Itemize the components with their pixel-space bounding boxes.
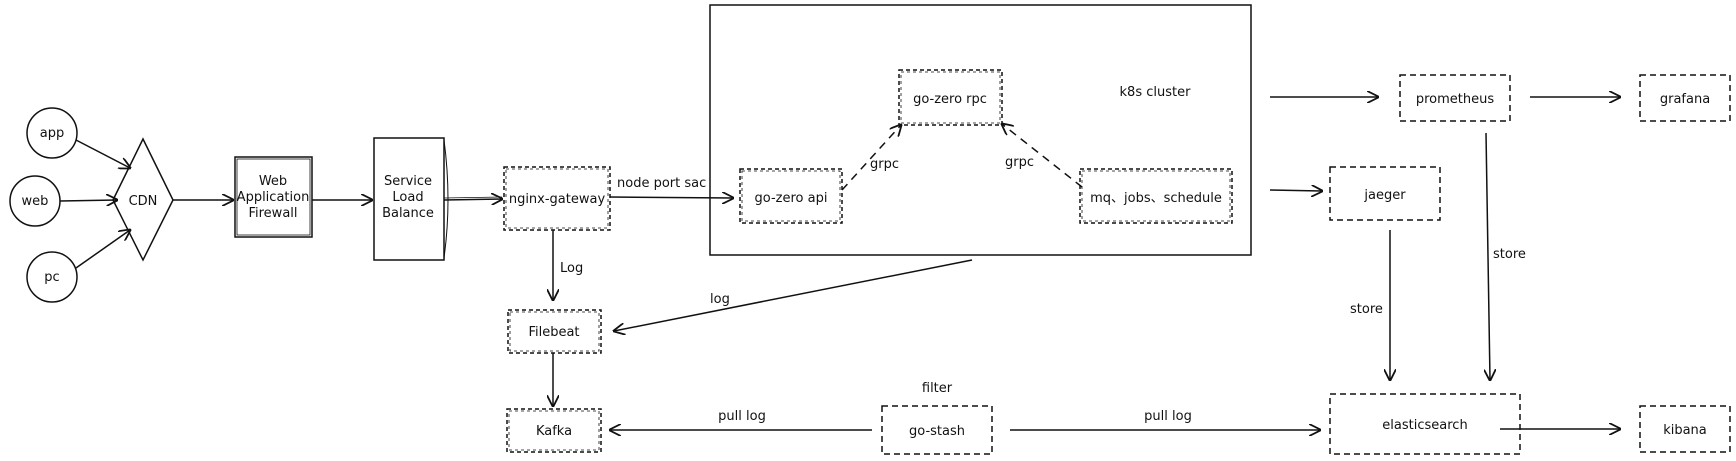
node-go-zero-api[interactable]: go-zero api [739, 168, 843, 224]
edge-slb-nginx [443, 199, 502, 200]
edge-app-cdn [75, 139, 130, 168]
node-web-label: web [22, 194, 49, 209]
node-pc-label: pc [44, 270, 59, 285]
edge-goapi-gorpc [841, 125, 901, 191]
node-prometheus[interactable]: prometheus [1399, 74, 1511, 122]
edge-cluster-jaeger [1269, 190, 1322, 191]
node-filebeat-label: Filebeat [528, 325, 579, 340]
edge-log-lower-label: log [710, 292, 730, 307]
node-app[interactable]: app [26, 107, 78, 159]
node-mq-label: mq、jobs、schedule [1090, 191, 1222, 206]
node-mq-jobs-schedule[interactable]: mq、jobs、schedule [1079, 168, 1233, 224]
edge-mq-gorpc [1002, 124, 1083, 188]
edge-pull-right-label: pull log [1144, 409, 1192, 424]
node-slb[interactable]: Service Load Balance [373, 137, 449, 261]
node-waf-line2: Application [237, 190, 310, 205]
edge-nodeport-label: node port sac [617, 176, 706, 191]
node-kafka-label: Kafka [536, 424, 572, 439]
node-elasticsearch-label: elasticsearch [1382, 418, 1467, 433]
node-elasticsearch[interactable]: elasticsearch [1329, 393, 1521, 455]
edge-store-jaeger-label: store [1350, 302, 1383, 317]
edge-cluster-filebeat [614, 259, 973, 331]
node-k8s-cluster[interactable]: k8s cluster [709, 4, 1252, 256]
node-app-label: app [40, 126, 64, 141]
node-cdn-label: CDN [129, 194, 158, 209]
edge-prometheus-elasticsearch [1486, 132, 1490, 380]
node-nginx-label: nginx-gateway [509, 192, 606, 207]
node-gostash-label: go-stash [909, 424, 965, 439]
node-jaeger-label: jaeger [1363, 188, 1406, 203]
edge-filter-label: filter [922, 381, 953, 396]
node-pc[interactable]: pc [26, 251, 78, 303]
node-filebeat[interactable]: Filebeat [507, 309, 602, 354]
edge-store-prom-label: store [1493, 247, 1526, 262]
node-waf[interactable]: Web Application Firewall [234, 156, 313, 238]
edge-slb-nginx-double [443, 196, 503, 199]
node-kibana[interactable]: kibana [1639, 405, 1731, 453]
edge-grpc-left-label: grpc [870, 157, 899, 172]
node-web[interactable]: web [9, 175, 61, 227]
node-goapi-label: go-zero api [755, 191, 828, 206]
node-go-stash[interactable]: go-stash [881, 405, 993, 455]
node-slb-line1: Service [384, 174, 432, 189]
node-gorpc-label: go-zero rpc [913, 92, 987, 107]
node-jaeger[interactable]: jaeger [1329, 166, 1441, 221]
edge-nginx-goapi [609, 197, 733, 198]
node-waf-line3: Firewall [248, 206, 297, 221]
node-kafka[interactable]: Kafka [506, 408, 602, 453]
node-slb-line3: Balance [382, 206, 434, 221]
node-waf-line1: Web [259, 174, 287, 189]
node-go-zero-rpc[interactable]: go-zero rpc [898, 69, 1003, 126]
edge-log-upper-label: Log [560, 261, 583, 276]
edge-grpc-right-label: grpc [1005, 155, 1034, 170]
node-cluster-label: k8s cluster [1120, 85, 1192, 100]
edge-pc-cdn [75, 230, 130, 269]
edge-web-cdn [59, 200, 117, 201]
node-kibana-label: kibana [1663, 423, 1707, 438]
node-nginx-gateway[interactable]: nginx-gateway [503, 166, 611, 231]
node-cdn[interactable]: CDN [112, 137, 174, 262]
node-slb-line2: Load [392, 190, 423, 205]
node-grafana-label: grafana [1660, 92, 1710, 107]
edge-pull-left-label: pull log [718, 409, 766, 424]
node-prometheus-label: prometheus [1416, 92, 1495, 107]
node-grafana[interactable]: grafana [1639, 74, 1731, 122]
